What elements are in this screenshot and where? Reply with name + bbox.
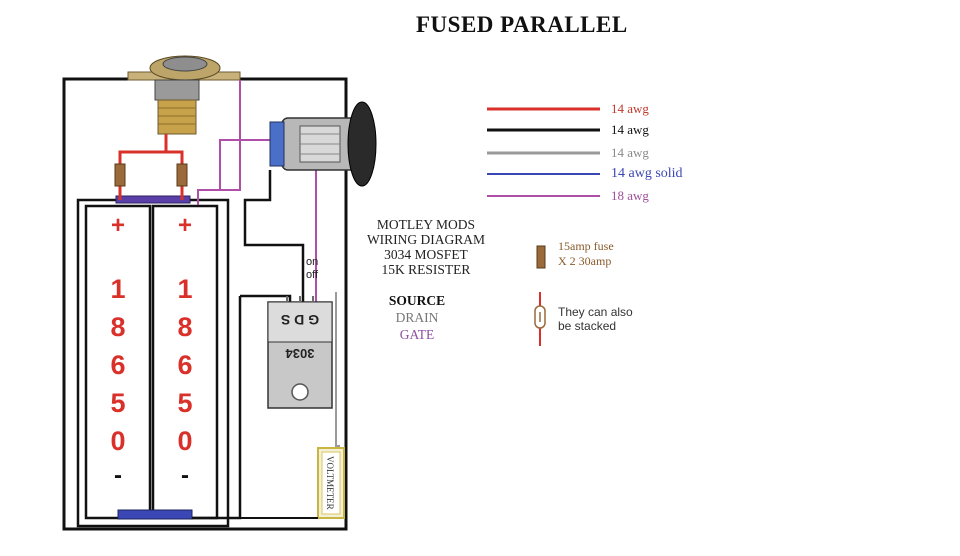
stack-note-line: They can also	[558, 305, 633, 319]
stacked-fuse-icon	[534, 292, 546, 346]
battery-right-plus: +	[177, 212, 192, 239]
info-line: WIRING DIAGRAM	[366, 232, 486, 247]
red-wire-left	[118, 134, 168, 200]
switch-labels: on off	[306, 256, 318, 282]
fuse-right	[176, 163, 188, 187]
legend-label-blue: 14 awg solid	[611, 166, 683, 181]
legend-label-gray: 14 awg	[611, 145, 649, 160]
battery-digit: 1	[110, 274, 126, 304]
pin-legend: SOURCE DRAIN GATE	[376, 292, 458, 343]
black-wire-switch	[243, 170, 305, 302]
legend-label-black: 14 awg	[611, 122, 649, 137]
fuse-note: 15amp fuse X 2 30amp	[558, 239, 614, 269]
mosfet-icon	[267, 296, 333, 409]
switch-on-label: on	[306, 256, 319, 268]
pin-gate-label: GATE	[399, 327, 435, 342]
battery-cell-right	[151, 204, 219, 520]
switch-off-label: off	[306, 269, 319, 281]
battery-left-minus: -	[114, 462, 122, 489]
battery-right-minus: -	[181, 462, 189, 489]
battery-left-label: 1 8 6 5 0	[103, 270, 133, 460]
battery-right-label: 1 8 6 5 0	[170, 270, 200, 460]
mosfet-part-text: 3034	[285, 346, 315, 361]
fuse-left	[114, 163, 126, 187]
battery-digit: 6	[177, 350, 193, 380]
pin-drain-label: DRAIN	[395, 310, 439, 325]
purple-wire-switch-gate	[219, 139, 270, 191]
battery-digit: 8	[177, 312, 193, 342]
fuse-note-line: 15amp fuse	[558, 239, 614, 253]
bottom-bus-bar	[117, 509, 193, 520]
mosfet-pins-text: G D S	[280, 312, 320, 328]
black-wire-mosfet	[240, 294, 292, 302]
legend-label-red: 14 awg	[611, 101, 649, 116]
legend-label-purple: 18 awg	[611, 188, 649, 203]
battery-digit: 0	[177, 426, 193, 456]
battery-digit: 5	[177, 388, 193, 418]
battery-digit: 1	[177, 274, 193, 304]
voltmeter-icon	[317, 447, 345, 519]
pin-source-label: SOURCE	[388, 293, 446, 308]
power-switch-icon	[269, 101, 377, 187]
voltmeter-label: VOLTMETER	[325, 456, 335, 510]
stack-note: They can also be stacked	[558, 305, 633, 333]
fuse-note-line: X 2 30amp	[558, 254, 612, 268]
battery-left-plus: +	[110, 212, 125, 239]
info-line: 15K RESISTER	[381, 262, 471, 277]
fire-button-icon	[127, 55, 241, 135]
legend-fuse-icon	[536, 245, 546, 269]
gray-wire-drain	[335, 292, 340, 447]
top-bus-bar	[115, 195, 191, 204]
info-line: MOTLEY MODS	[376, 217, 476, 232]
battery-digit: 0	[110, 426, 126, 456]
stack-note-line: be stacked	[558, 319, 617, 333]
diagram-title: FUSED PARALLEL	[416, 12, 628, 37]
info-line: 3034 MOSFET	[384, 247, 468, 262]
battery-digit: 6	[110, 350, 126, 380]
battery-digit: 5	[110, 388, 126, 418]
battery-digit: 8	[110, 312, 126, 342]
info-block: MOTLEY MODS WIRING DIAGRAM 3034 MOSFET 1…	[352, 217, 500, 277]
